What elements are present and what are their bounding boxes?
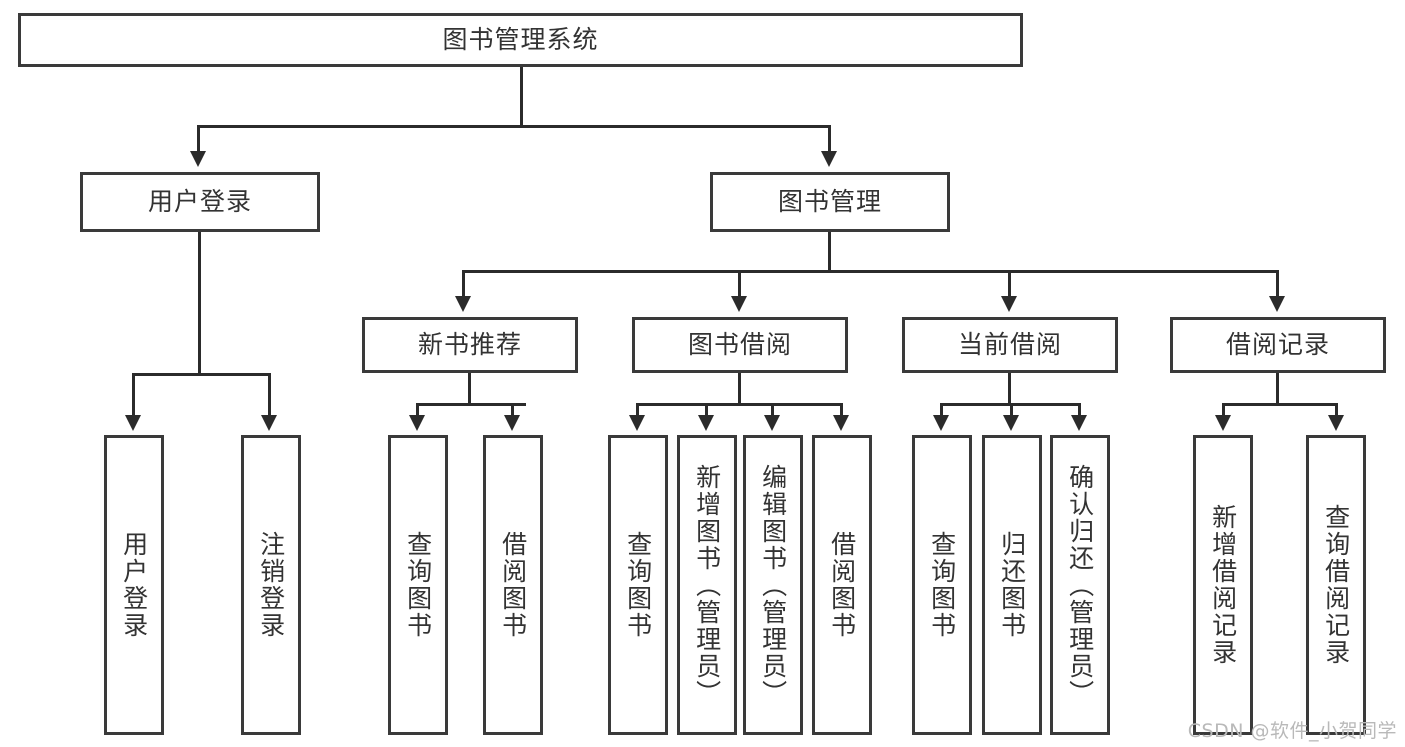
node-label: 归还图书 bbox=[997, 531, 1027, 639]
arrowhead-book-borrow-leaf-2 bbox=[764, 415, 780, 431]
node-label: 借阅记录 bbox=[1225, 330, 1330, 360]
edge-new-book-bus bbox=[416, 403, 526, 406]
leaf-new-book-recommend-1[interactable]: 借阅图书 bbox=[483, 435, 543, 735]
arrowhead-user-login-leaf-0 bbox=[125, 415, 141, 431]
edge-book-borrow-to-leaf-1 bbox=[705, 403, 708, 417]
node-book-management[interactable]: 图书管理 bbox=[710, 172, 950, 232]
leaf-current-borrow-2[interactable]: 确认归还（管理员） bbox=[1050, 435, 1110, 735]
edge-user-login-stem bbox=[198, 232, 201, 373]
node-label: 查询图书 bbox=[927, 531, 957, 639]
leaf-book-borrow-2[interactable]: 编辑图书（管理员） bbox=[743, 435, 803, 735]
edge-book-borrow-to-leaf-0 bbox=[636, 403, 639, 417]
edge-current-borrow-to-leaf-1 bbox=[1010, 403, 1013, 417]
arrowhead-new-book-leaf-1 bbox=[504, 415, 520, 431]
node-new-book-recommend[interactable]: 新书推荐 bbox=[362, 317, 578, 373]
edge-borrow-record-bus bbox=[1222, 403, 1338, 406]
node-label: 用户登录 bbox=[147, 187, 252, 217]
node-label: 用户登录 bbox=[119, 531, 149, 639]
edge-new-book-to-leaf-0 bbox=[416, 403, 419, 417]
edge-root-to-book-management bbox=[828, 125, 831, 153]
edge-borrow-record-stem bbox=[1276, 373, 1279, 403]
arrowhead-book-borrow-leaf-1 bbox=[698, 415, 714, 431]
arrowhead-borrow-record bbox=[1269, 296, 1285, 312]
arrowhead-current-borrow-leaf-2 bbox=[1071, 415, 1087, 431]
arrowhead-current-borrow-leaf-0 bbox=[933, 415, 949, 431]
edge-bm-to-book-borrow bbox=[738, 270, 741, 298]
node-label: 编辑图书（管理员） bbox=[758, 463, 788, 707]
node-borrow-record[interactable]: 借阅记录 bbox=[1170, 317, 1386, 373]
arrowhead-book-borrow-leaf-0 bbox=[629, 415, 645, 431]
leaf-new-book-recommend-0[interactable]: 查询图书 bbox=[388, 435, 448, 735]
arrowhead-book-management bbox=[821, 151, 837, 167]
node-user-login[interactable]: 用户登录 bbox=[80, 172, 320, 232]
edge-borrow-record-to-leaf-0 bbox=[1222, 403, 1225, 417]
arrowhead-new-book-leaf-0 bbox=[409, 415, 425, 431]
node-label: 查询图书 bbox=[623, 531, 653, 639]
arrowhead-current-borrow bbox=[1001, 296, 1017, 312]
arrowhead-current-borrow-leaf-1 bbox=[1003, 415, 1019, 431]
edge-current-borrow-to-leaf-2 bbox=[1078, 403, 1081, 417]
edge-new-book-stem bbox=[468, 373, 471, 403]
node-label: 注销登录 bbox=[256, 531, 286, 639]
arrowhead-borrow-record-leaf-0 bbox=[1215, 415, 1231, 431]
edge-user-login-to-leaf-0 bbox=[132, 373, 135, 417]
edge-book-management-stem bbox=[828, 232, 831, 270]
node-label: 新增图书（管理员） bbox=[692, 463, 722, 707]
edge-root-to-user-login bbox=[197, 125, 200, 153]
arrowhead-book-borrow-leaf-3 bbox=[833, 415, 849, 431]
leaf-borrow-record-1[interactable]: 查询借阅记录 bbox=[1306, 435, 1366, 735]
edge-book-borrow-stem bbox=[738, 373, 741, 403]
edge-user-login-to-leaf-1 bbox=[268, 373, 271, 417]
edge-book-management-bus bbox=[462, 270, 1278, 273]
node-label: 确认归还（管理员） bbox=[1065, 463, 1095, 707]
edge-bm-to-current-borrow bbox=[1008, 270, 1011, 298]
arrowhead-book-borrow bbox=[731, 296, 747, 312]
edge-bm-to-new-book bbox=[462, 270, 465, 298]
node-label: 新书推荐 bbox=[417, 330, 522, 360]
leaf-book-borrow-3[interactable]: 借阅图书 bbox=[812, 435, 872, 735]
arrowhead-borrow-record-leaf-1 bbox=[1328, 415, 1344, 431]
node-label: 查询借阅记录 bbox=[1321, 504, 1351, 666]
arrowhead-new-book-recommend bbox=[455, 296, 471, 312]
node-book-borrow[interactable]: 图书借阅 bbox=[632, 317, 848, 373]
node-label: 图书管理 bbox=[777, 187, 882, 217]
edge-bm-to-borrow-record bbox=[1276, 270, 1279, 298]
node-root-book-management-system[interactable]: 图书管理系统 bbox=[18, 13, 1023, 67]
arrowhead-user-login bbox=[190, 151, 206, 167]
edge-new-book-to-leaf-1 bbox=[511, 403, 514, 417]
leaf-borrow-record-0[interactable]: 新增借阅记录 bbox=[1193, 435, 1253, 735]
leaf-current-borrow-0[interactable]: 查询图书 bbox=[912, 435, 972, 735]
edge-root-bus bbox=[197, 125, 831, 128]
node-label: 图书管理系统 bbox=[442, 25, 599, 55]
leaf-current-borrow-1[interactable]: 归还图书 bbox=[982, 435, 1042, 735]
node-label: 借阅图书 bbox=[827, 531, 857, 639]
edge-borrow-record-to-leaf-1 bbox=[1335, 403, 1338, 417]
leaf-user-login-1[interactable]: 注销登录 bbox=[241, 435, 301, 735]
edge-current-borrow-stem bbox=[1008, 373, 1011, 403]
leaf-book-borrow-1[interactable]: 新增图书（管理员） bbox=[677, 435, 737, 735]
node-current-borrow[interactable]: 当前借阅 bbox=[902, 317, 1118, 373]
edge-book-borrow-to-leaf-2 bbox=[771, 403, 774, 417]
edge-user-login-bus bbox=[132, 373, 270, 376]
leaf-user-login-0[interactable]: 用户登录 bbox=[104, 435, 164, 735]
node-label: 新增借阅记录 bbox=[1208, 504, 1238, 666]
arrowhead-user-login-leaf-1 bbox=[261, 415, 277, 431]
node-label: 当前借阅 bbox=[957, 330, 1062, 360]
edge-book-borrow-to-leaf-3 bbox=[840, 403, 843, 417]
edge-book-borrow-bus bbox=[636, 403, 842, 406]
node-label: 查询图书 bbox=[403, 531, 433, 639]
node-label: 借阅图书 bbox=[498, 531, 528, 639]
leaf-book-borrow-0[interactable]: 查询图书 bbox=[608, 435, 668, 735]
edge-current-borrow-to-leaf-0 bbox=[940, 403, 943, 417]
node-label: 图书借阅 bbox=[687, 330, 792, 360]
edge-root-stem bbox=[520, 67, 523, 125]
